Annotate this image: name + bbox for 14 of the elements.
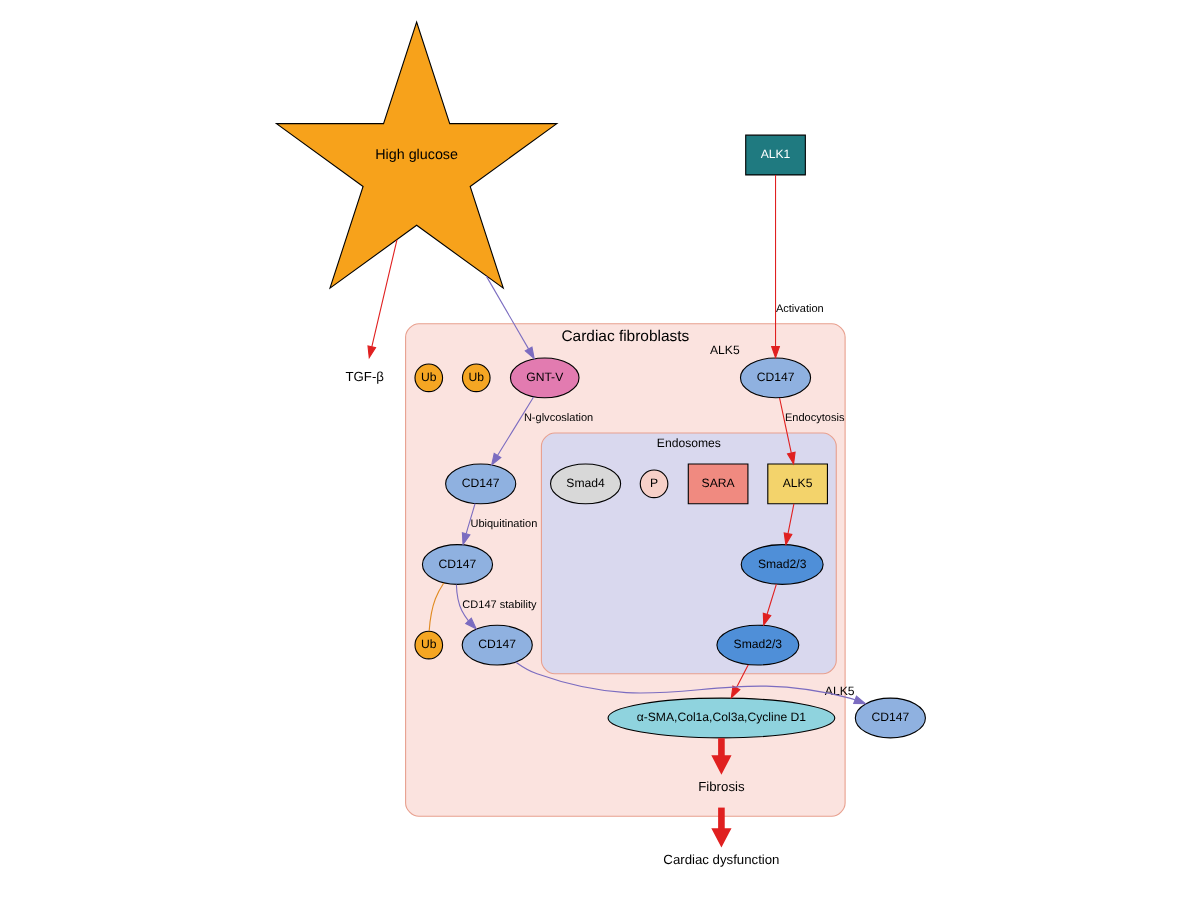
arrow (769, 174, 780, 360)
connector (427, 582, 444, 632)
arrow (710, 738, 731, 775)
arrow (454, 583, 477, 631)
arrow (366, 239, 397, 360)
arrow (489, 396, 534, 467)
arrow (782, 503, 794, 547)
arrow (710, 807, 731, 848)
arrow (761, 583, 776, 627)
arrow (729, 664, 748, 700)
arrow (514, 661, 866, 705)
arrow (778, 397, 795, 466)
arrow (460, 502, 475, 546)
arrow (484, 275, 534, 360)
